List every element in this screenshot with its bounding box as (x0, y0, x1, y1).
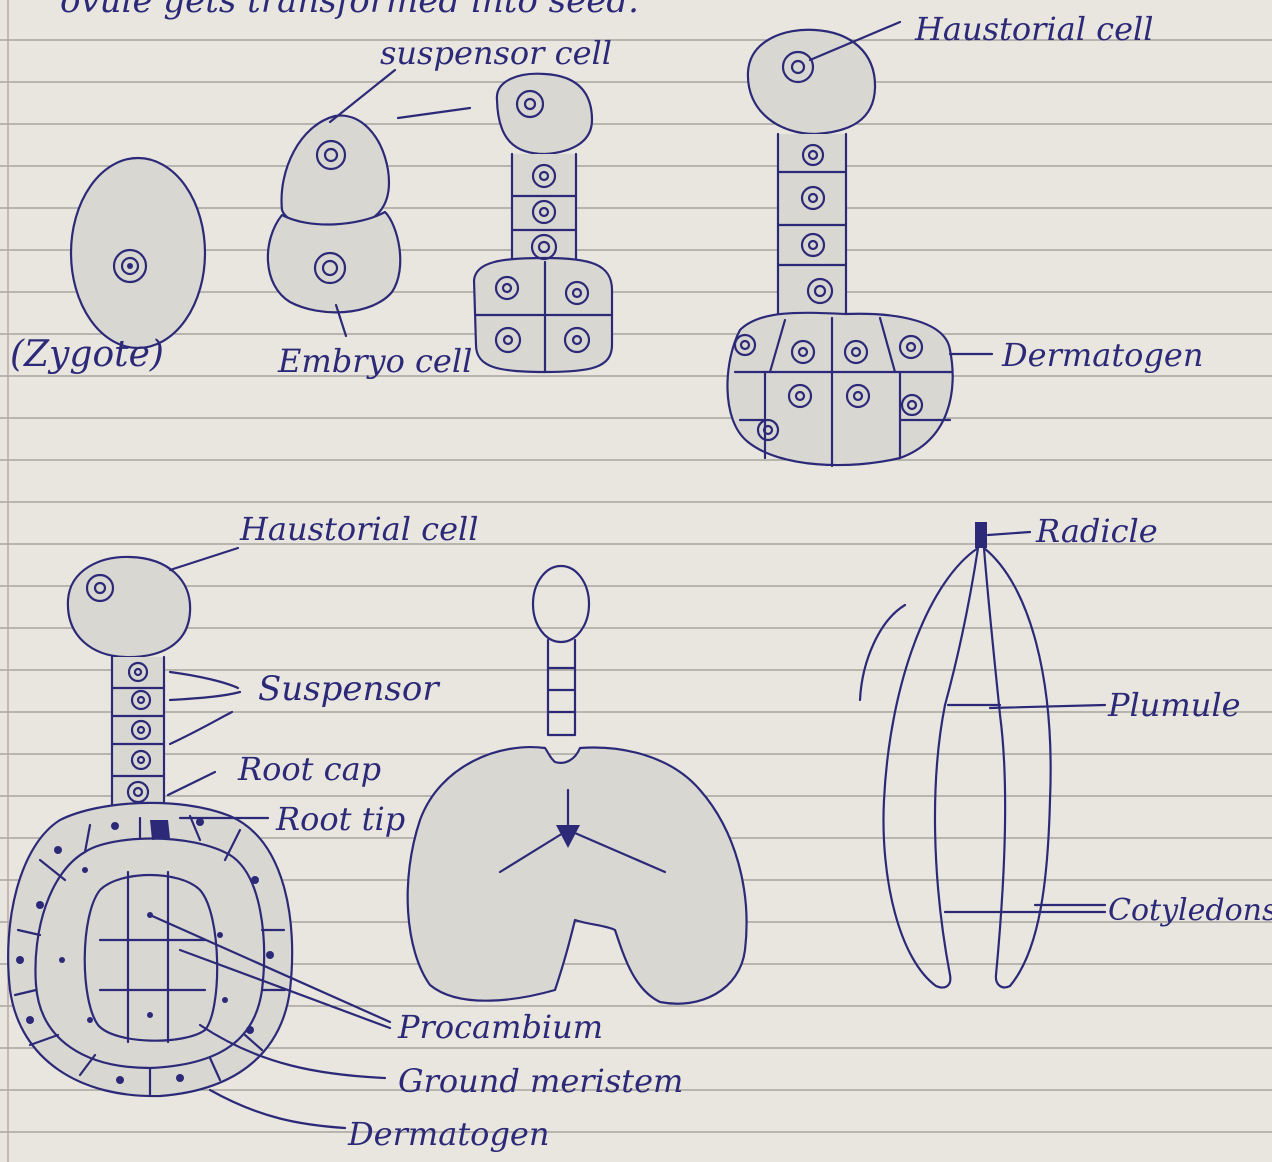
plumule-label: Plumule (1107, 686, 1241, 724)
suspensor-cell-label: suspensor cell (380, 34, 612, 72)
filament-stage-embryo (474, 74, 612, 372)
globular-stage-embryo (727, 22, 992, 466)
mature-dicot-embryo (860, 522, 1105, 988)
zygote-label: (Zygote) (10, 334, 164, 375)
ground-meristem-label: Ground meristem (398, 1062, 683, 1100)
dermatogen-label-top: Dermatogen (1001, 336, 1203, 374)
embryo-cell-label: Embryo cell (277, 342, 472, 380)
dermatogen-label-lower: Dermatogen (347, 1115, 549, 1153)
suspensor-label: Suspensor (258, 669, 440, 709)
two-celled-proembryo (268, 70, 400, 336)
root-tip-label: Root tip (275, 800, 405, 838)
cotyledons-label: Cotyledons (1108, 893, 1272, 928)
radicle-label: Radicle (1035, 512, 1158, 550)
zygote-drawing (71, 158, 205, 348)
root-cap-label: Root cap (237, 750, 381, 788)
suspensor-label-underline (398, 108, 470, 118)
header-text: ovule gets transformed into seed. (60, 0, 639, 21)
haustorial-cell-label-lower: Haustorial cell (239, 510, 478, 548)
procambium-label: Procambium (397, 1008, 603, 1046)
haustorial-cell-label-top: Haustorial cell (914, 10, 1153, 48)
heart-shaped-embryo (408, 566, 747, 1004)
